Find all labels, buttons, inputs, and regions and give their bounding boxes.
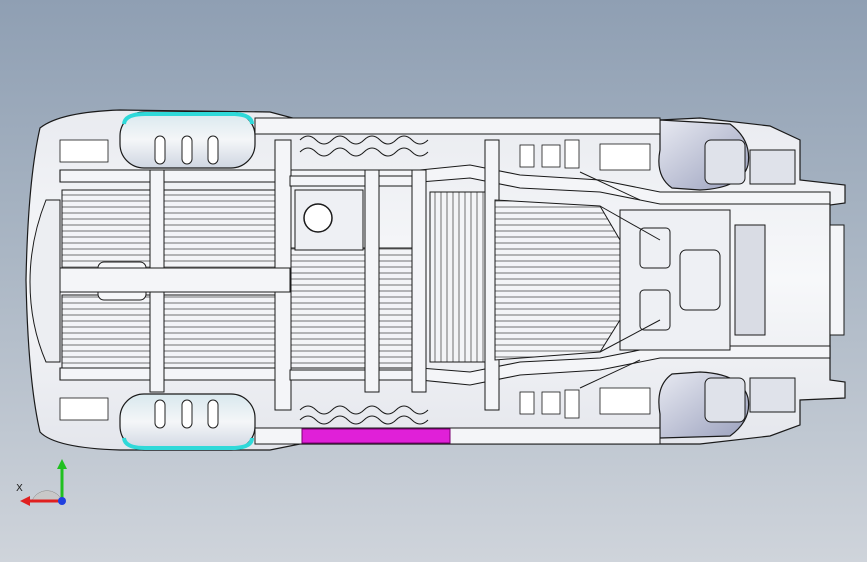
rear-floor-tunnel: [494, 199, 621, 361]
rear-subframe: [619, 209, 766, 351]
view-orientation-triad[interactable]: X: [12, 455, 76, 511]
upper-side-sill: [254, 117, 661, 135]
front-left-wheel-well: [119, 111, 256, 169]
floor-panel-center: [429, 191, 491, 363]
view-orientation-triad-icon: [20, 459, 67, 506]
front-bumper: [29, 199, 61, 363]
cross-members: [59, 139, 500, 411]
rear-damper-towers: [704, 139, 796, 423]
floor-panel-front-upper: [61, 189, 278, 269]
upper-brackets: [59, 139, 651, 421]
selected-side-rail[interactable]: [301, 428, 451, 444]
rear-left-wheel-well: [119, 393, 256, 451]
floor-panel-front-lower: [61, 294, 278, 378]
x-axis-label: X: [16, 483, 23, 494]
wavy-reinforcements: [299, 135, 429, 425]
diagonal-braces: [579, 171, 661, 389]
floor-panel-mid: [289, 247, 421, 369]
access-hole: [303, 203, 333, 233]
rear-tow-plate: [829, 224, 845, 336]
